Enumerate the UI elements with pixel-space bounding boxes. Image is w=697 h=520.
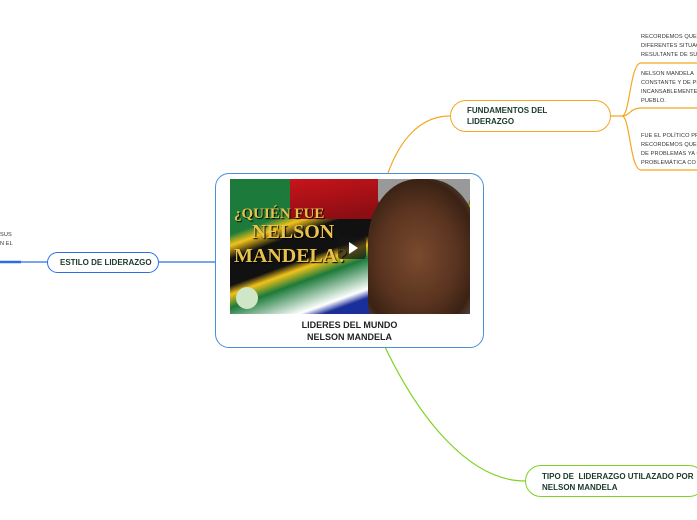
subtopic-text[interactable]: NELSON MANDELA CONSTANTE Y DE PI INCANSA… (641, 71, 697, 104)
node-estilo-de-liderazgo[interactable]: ESTILO DE LIDERAZGO (47, 252, 159, 273)
channel-logo-icon (236, 287, 258, 309)
connector-tipo (384, 346, 526, 482)
node-tipo-de-liderazgo[interactable]: TIPO DE LIDERAZGO UTILAZADO POR NELSON M… (525, 465, 697, 497)
connector-fundamentos (387, 115, 451, 174)
thumbnail-caption: ¿QUIÉN FUE (234, 206, 325, 222)
play-icon[interactable] (338, 237, 366, 259)
nelson-mandela-video-thumbnail[interactable]: ¿QUIÉN FUE NELSON MANDELA? (230, 179, 470, 314)
central-topic[interactable]: ¿QUIÉN FUE NELSON MANDELA? LIDERES DEL M… (215, 173, 484, 348)
connector-fundamentos-children (611, 62, 697, 171)
subtopic-text[interactable]: SUS N EL (0, 232, 13, 247)
subtopic-text[interactable]: FUE EL POLÍTICO PR RECORDEMOS QUE DE PRO… (641, 133, 697, 166)
node-fundamentos-del-liderazgo[interactable]: FUNDAMENTOS DEL LIDERAZGO (450, 100, 611, 132)
thumbnail-caption: MANDELA? (234, 245, 348, 267)
subtopic-text[interactable]: RECORDEMOS QUE DIFERENTES SITUAC RESULTA… (641, 34, 697, 58)
thumbnail-caption: NELSON (252, 221, 335, 243)
